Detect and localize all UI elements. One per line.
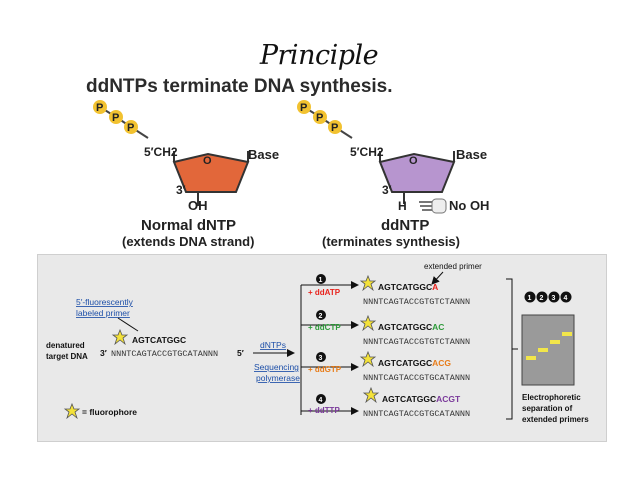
fluorophore-legend: = fluorophore xyxy=(82,407,137,417)
nucleotide-structures: P P P 5′CH2 O Base 3′ OH Normal dNTP (ex… xyxy=(93,100,489,249)
gel-band xyxy=(562,332,572,336)
fluorophore-star-icon xyxy=(360,351,376,367)
reaction-label: + ddTTP xyxy=(308,406,340,415)
target-label-line1: denatured xyxy=(46,341,85,350)
phosphate-circle xyxy=(109,110,123,124)
seq-poly-line2: polymerase xyxy=(256,373,300,383)
left-oh-label: OH xyxy=(188,198,208,213)
target-label-line2: target DNA xyxy=(46,352,88,361)
template-sequence: NNNTCAGTACCGTGCATANNN xyxy=(363,409,470,419)
top-figure: ddNTPs terminate DNA synthesis. P P P 5′… xyxy=(86,76,551,256)
right-3prime-label: 3′ xyxy=(382,183,392,197)
dntps-label: dNTPs xyxy=(260,340,286,350)
left-sugar: 5′CH2 O Base 3′ OH xyxy=(144,145,279,213)
extended-primer: AGTCATGGCA xyxy=(378,282,438,292)
sequencing-diagram: 5′-fluorescently labeled primer AGTCATGG… xyxy=(46,262,589,424)
primer-label-line2: labeled primer xyxy=(76,308,130,318)
right-o-label: O xyxy=(409,155,418,167)
extended-primer-pointer xyxy=(431,271,444,285)
reaction-3: 3 + ddGTP AGTCATGGCACG NNNTCAGTACCGTGCAT… xyxy=(308,351,470,383)
fluorophore-star-icon xyxy=(112,329,128,345)
primer-pointer xyxy=(117,317,139,332)
lane-number: 2 xyxy=(540,295,544,302)
right-sugar: 5′CH2 O Base 3′ H No OH xyxy=(350,145,489,214)
left-phosphate-chain: P P P xyxy=(93,100,149,139)
fluorophore-legend-star-icon xyxy=(64,403,80,419)
left-o-label: O xyxy=(203,155,212,167)
left-base-label: Base xyxy=(248,147,279,162)
lane-number: 4 xyxy=(564,295,568,302)
phosphate-circle xyxy=(313,110,327,124)
gel-band xyxy=(526,356,536,360)
electro-line1: Electrophoretic xyxy=(522,393,581,402)
gel-band xyxy=(538,348,548,352)
left-desc: (extends DNA strand) xyxy=(122,234,254,249)
phosphate-circle xyxy=(93,100,107,114)
electro-line2: separation of xyxy=(522,404,573,413)
template-sequence: NNNTCAGTACCGTGCATANNN xyxy=(111,349,218,359)
phosphate-label: P xyxy=(300,102,307,114)
reaction-number: 3 xyxy=(319,355,323,362)
reaction-1: 1 + ddATP AGTCATGGCA NNNTCAGTACCGTGTCTAN… xyxy=(308,274,470,307)
template-sequence: NNNTCAGTACCGTGTCTANNN xyxy=(363,297,470,307)
primer-sequence: AGTCATGGC xyxy=(132,335,186,345)
electro-line3: extended primers xyxy=(522,415,589,424)
left-sugar-ring xyxy=(172,152,250,193)
primer-label-line1: 5′-fluorescently xyxy=(76,297,134,307)
reaction-number: 2 xyxy=(319,313,323,320)
extended-primer: AGTCATGGCACG xyxy=(378,358,451,368)
gel-band xyxy=(550,340,560,344)
phosphate-label: P xyxy=(316,112,323,124)
right-phosphate-chain: P P P xyxy=(297,100,353,139)
right-h-label: H xyxy=(398,199,407,213)
reaction-4: 4 + ddTTP AGTCATGGCACGT NNNTCAGTACCGTGCA… xyxy=(308,387,470,419)
gel-bracket xyxy=(506,278,518,420)
reaction-label: + ddATP xyxy=(308,288,341,297)
three-prime-end: 3′ xyxy=(100,348,107,358)
left-ch2-label: 5′CH2 xyxy=(144,145,178,159)
reaction-branch-lines xyxy=(300,281,359,415)
phosphate-circle xyxy=(297,100,311,114)
phosphate-label: P xyxy=(127,122,134,134)
right-ch2-label: 5′CH2 xyxy=(350,145,384,159)
template-sequence: NNNTCAGTACCGTGCATANNN xyxy=(363,373,470,383)
phosphate-label: P xyxy=(112,112,119,124)
fluorophore-star-icon xyxy=(360,315,376,331)
reaction-number: 4 xyxy=(319,397,323,404)
lane-number: 3 xyxy=(552,295,556,302)
top-figure-heading: ddNTPs terminate DNA synthesis. xyxy=(86,76,393,97)
template-sequence: NNNTCAGTACCGTGTCTANNN xyxy=(363,337,470,347)
extended-primer-label: extended primer xyxy=(424,262,482,271)
left-3prime-label: 3′ xyxy=(176,183,186,197)
right-desc: (terminates synthesis) xyxy=(322,234,460,249)
fluorophore-star-icon xyxy=(360,275,376,291)
left-name: Normal dNTP xyxy=(141,217,236,234)
reaction-number: 1 xyxy=(319,277,323,284)
no-oh-label: No OH xyxy=(449,198,489,213)
lane-number: 1 xyxy=(528,295,532,302)
reaction-label: + ddCTP xyxy=(308,323,341,332)
phosphate-label: P xyxy=(331,122,338,134)
right-name: ddNTP xyxy=(381,217,429,234)
extended-primer: AGTCATGGCACGT xyxy=(382,394,461,404)
extended-primer: AGTCATGGCAC xyxy=(378,322,444,332)
pointing-hand-icon xyxy=(419,198,447,214)
right-base-label: Base xyxy=(456,147,487,162)
fluorophore-star-icon xyxy=(363,387,379,403)
phosphate-circle xyxy=(124,120,138,134)
reaction-label: + ddGTP xyxy=(308,365,342,374)
phosphate-label: P xyxy=(96,102,103,114)
five-prime-end: 5′ xyxy=(237,348,244,358)
reaction-2: 2 + ddCTP AGTCATGGCAC NNNTCAGTACCGTGTCTA… xyxy=(308,310,470,347)
phosphate-circle xyxy=(328,120,342,134)
seq-poly-line1: Sequencing xyxy=(254,362,299,372)
sequencing-panel: 5′-fluorescently labeled primer AGTCATGG… xyxy=(37,254,607,442)
slide-title: Principle xyxy=(259,40,379,71)
lane-numbers: 1 2 3 4 xyxy=(524,291,572,303)
right-sugar-ring xyxy=(378,152,456,193)
